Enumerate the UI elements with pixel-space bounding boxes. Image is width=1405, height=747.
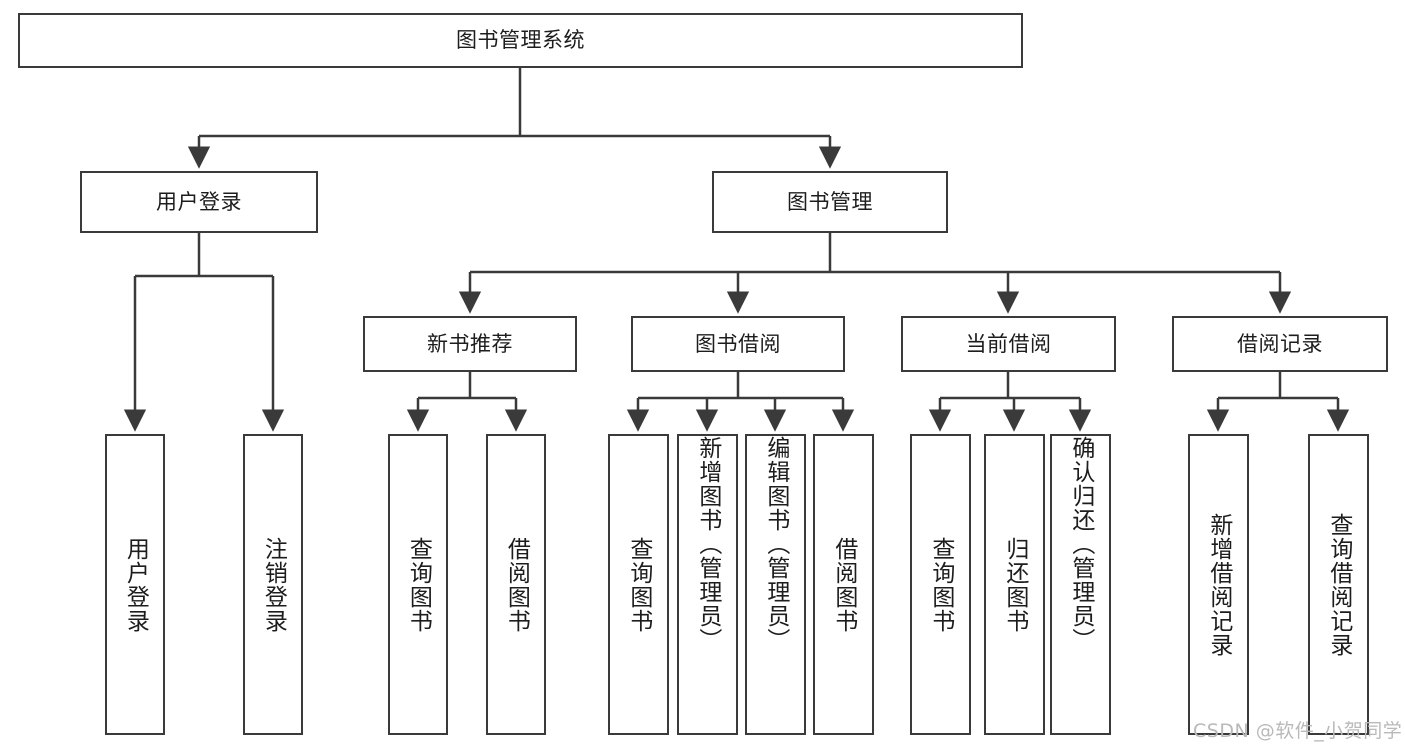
leaf-node-label: 注销登录 (260, 536, 287, 633)
csdn-watermark: CSDN @软件_小贺同学 (1193, 720, 1403, 742)
leaf-node-label: 查询图书 (927, 536, 954, 633)
leaf-node[interactable]: 注销登录 (243, 434, 303, 735)
leaf-node[interactable]: 借阅图书 (813, 434, 874, 735)
leaf-node[interactable]: 查询图书 (910, 434, 971, 735)
node-book-borrow[interactable]: 图书借阅 (631, 316, 845, 372)
node-current-borrow[interactable]: 当前借阅 (901, 316, 1116, 372)
leaf-node-label: 新增借阅记录 (1205, 512, 1232, 657)
node-borrow-record[interactable]: 借阅记录 (1172, 316, 1388, 372)
leaf-node-label: 编辑图书（管理员） (762, 436, 789, 652)
leaf-node[interactable]: 新增图书（管理员） (677, 434, 738, 735)
leaf-node-label: 借阅图书 (503, 536, 530, 633)
leaf-node-label: 新增图书（管理员） (694, 436, 721, 652)
leaf-node-label: 借阅图书 (830, 536, 857, 633)
node-root-system[interactable]: 图书管理系统 (18, 13, 1023, 68)
leaf-node[interactable]: 借阅图书 (486, 434, 546, 735)
leaf-node[interactable]: 查询借阅记录 (1308, 434, 1369, 735)
leaf-node[interactable]: 用户登录 (105, 434, 165, 735)
leaf-node[interactable]: 查询图书 (388, 434, 448, 735)
leaf-node-label: 查询借阅记录 (1325, 512, 1352, 657)
leaf-node[interactable]: 编辑图书（管理员） (745, 434, 806, 735)
leaf-node-label: 确认归还（管理员） (1067, 436, 1094, 652)
leaf-node[interactable]: 新增借阅记录 (1188, 434, 1249, 735)
leaf-node-label: 查询图书 (405, 536, 432, 633)
leaf-node-label: 用户登录 (122, 536, 149, 633)
node-new-book-recommend-label: 新书推荐 (427, 331, 513, 356)
node-current-borrow-label: 当前借阅 (965, 331, 1052, 356)
leaf-node-label: 查询图书 (625, 536, 652, 633)
leaf-node[interactable]: 归还图书 (984, 434, 1045, 735)
node-new-book-recommend[interactable]: 新书推荐 (363, 316, 577, 372)
node-user-login-label: 用户登录 (156, 189, 242, 214)
leaf-node-label: 归还图书 (1001, 536, 1028, 633)
node-root-label: 图书管理系统 (456, 28, 585, 53)
node-book-management[interactable]: 图书管理 (712, 171, 948, 233)
node-book-management-label: 图书管理 (787, 189, 873, 214)
leaf-node[interactable]: 确认归还（管理员） (1050, 434, 1111, 735)
node-user-login[interactable]: 用户登录 (80, 171, 318, 233)
node-book-borrow-label: 图书借阅 (695, 331, 781, 356)
node-borrow-record-label: 借阅记录 (1237, 331, 1323, 356)
leaf-node[interactable]: 查询图书 (608, 434, 669, 735)
